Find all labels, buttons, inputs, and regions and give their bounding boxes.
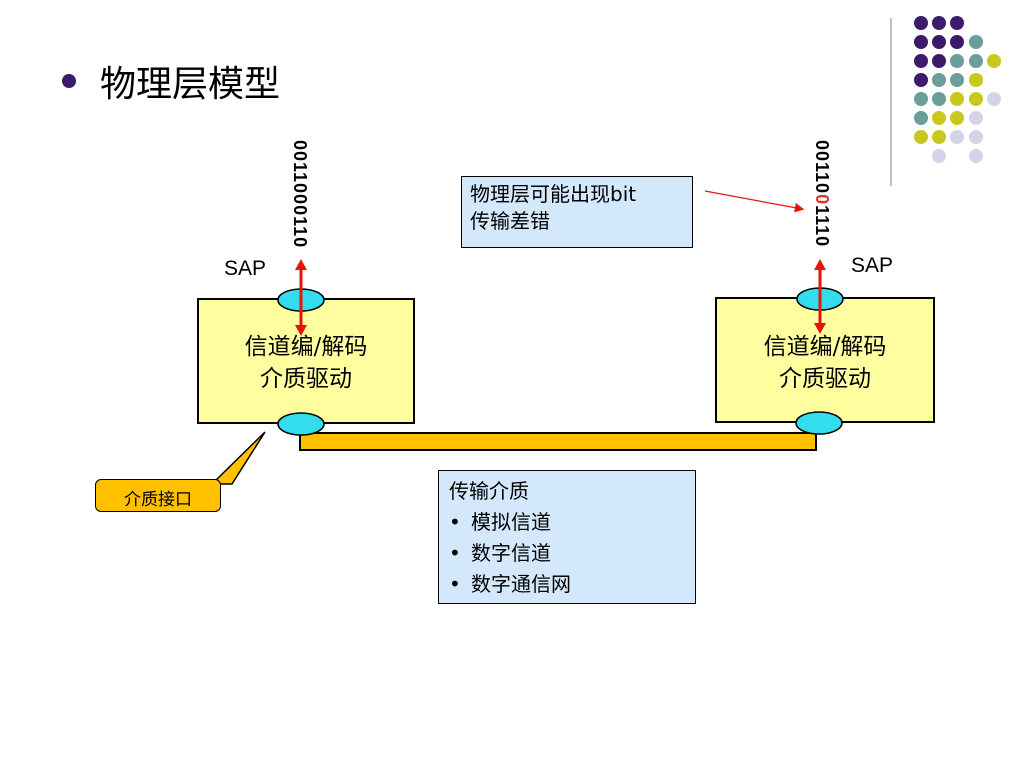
medium-list-item: 模拟信道 — [449, 507, 685, 538]
right-box-line1: 信道编/解码 — [763, 334, 887, 360]
medium-note-heading: 传输介质 — [449, 479, 529, 503]
title-bullet — [62, 74, 76, 88]
right-sap-label: SAP — [851, 254, 894, 277]
bit-error-note-line1: 物理层可能出现bit — [470, 182, 637, 206]
medium-list-item: 数字通信网 — [449, 569, 685, 600]
left-sap-arrow — [295, 259, 307, 336]
left-box-line1: 信道编/解码 — [244, 334, 368, 360]
decorative-dot-grid — [914, 16, 1001, 163]
medium-note: 传输介质 模拟信道 数字信道 数字通信网 — [438, 470, 696, 604]
interface-callout-pointer — [210, 431, 266, 485]
bit-error-note-line2: 传输差错 — [470, 209, 550, 233]
medium-bar — [299, 432, 817, 451]
page-title: 物理层模型 — [100, 64, 281, 105]
title-row: 物理层模型 — [62, 56, 280, 106]
right-sap-arrow — [814, 259, 826, 334]
interface-callout: 介质接口 — [95, 479, 221, 512]
medium-list: 模拟信道 数字信道 数字通信网 — [449, 507, 685, 600]
left-box-line2: 介质驱动 — [260, 366, 352, 392]
interface-callout-label: 介质接口 — [124, 490, 192, 510]
left-sap-label: SAP — [224, 257, 267, 280]
right-layer-box: 信道编/解码 介质驱动 — [715, 297, 935, 423]
right-box-line2: 介质驱动 — [779, 366, 871, 392]
bit-error-note: 物理层可能出现bit 传输差错 — [461, 176, 693, 248]
left-interface-ellipse — [277, 412, 325, 436]
medium-list-item: 数字信道 — [449, 538, 685, 569]
left-layer-box: 信道编/解码 介质驱动 — [197, 298, 415, 424]
right-interface-ellipse — [795, 411, 843, 435]
error-pointer-arrow — [704, 190, 805, 213]
